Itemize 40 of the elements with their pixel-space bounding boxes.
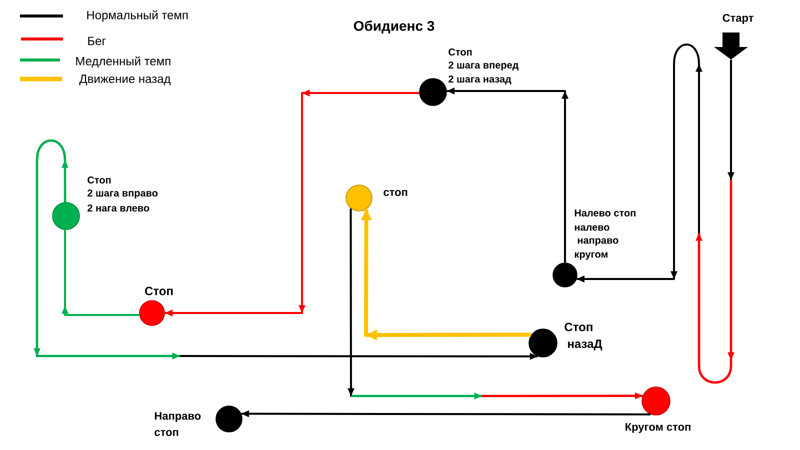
station-label: Стоп (145, 286, 173, 296)
station-circle (419, 78, 447, 106)
route-arrow (34, 139, 538, 360)
station-label: Стоп (564, 322, 592, 332)
station-label: 2 нага влево (88, 204, 150, 212)
station-circle (216, 406, 242, 432)
station-circle (642, 386, 670, 416)
start-label: Старт (722, 14, 754, 24)
route-arrow (446, 88, 568, 263)
station-circle (52, 202, 80, 230)
route-arrow (348, 208, 643, 400)
station-label: стоп (384, 190, 408, 196)
station-circle (552, 262, 578, 288)
station-label: 2 шага назад (448, 76, 512, 84)
station-label: налево (574, 225, 610, 231)
station-circle (139, 300, 165, 326)
station-label: Направо (154, 412, 201, 422)
route-arrow (241, 410, 651, 418)
legend-label: Движение назад (79, 74, 171, 86)
start-arrow (714, 32, 748, 60)
route-arrow (576, 44, 734, 384)
station-circle (528, 328, 558, 358)
station-label: направо (578, 238, 618, 246)
legend-label: Медленный темп (76, 56, 170, 68)
station-circle (346, 184, 372, 212)
route-arrow (360, 209, 532, 340)
legend-label: Бег (88, 36, 106, 46)
station-label: Стоп (448, 48, 472, 56)
station-label: назаД (568, 340, 602, 350)
route-arrow (62, 230, 140, 316)
station-label: Кругом стоп (626, 423, 690, 433)
station-label: 2 шага вперед (448, 61, 519, 71)
station-label: Налево стоп (574, 210, 636, 216)
diagram-title: Обидиенс 3 (354, 20, 434, 34)
station-label: кругом (574, 252, 608, 260)
legend-label: Нормальный темп (87, 10, 188, 22)
route-arrow (164, 90, 420, 316)
station-label: стоп (154, 430, 178, 436)
station-label: Стоп (88, 176, 111, 184)
station-label: 2 шага вправо (88, 189, 158, 199)
